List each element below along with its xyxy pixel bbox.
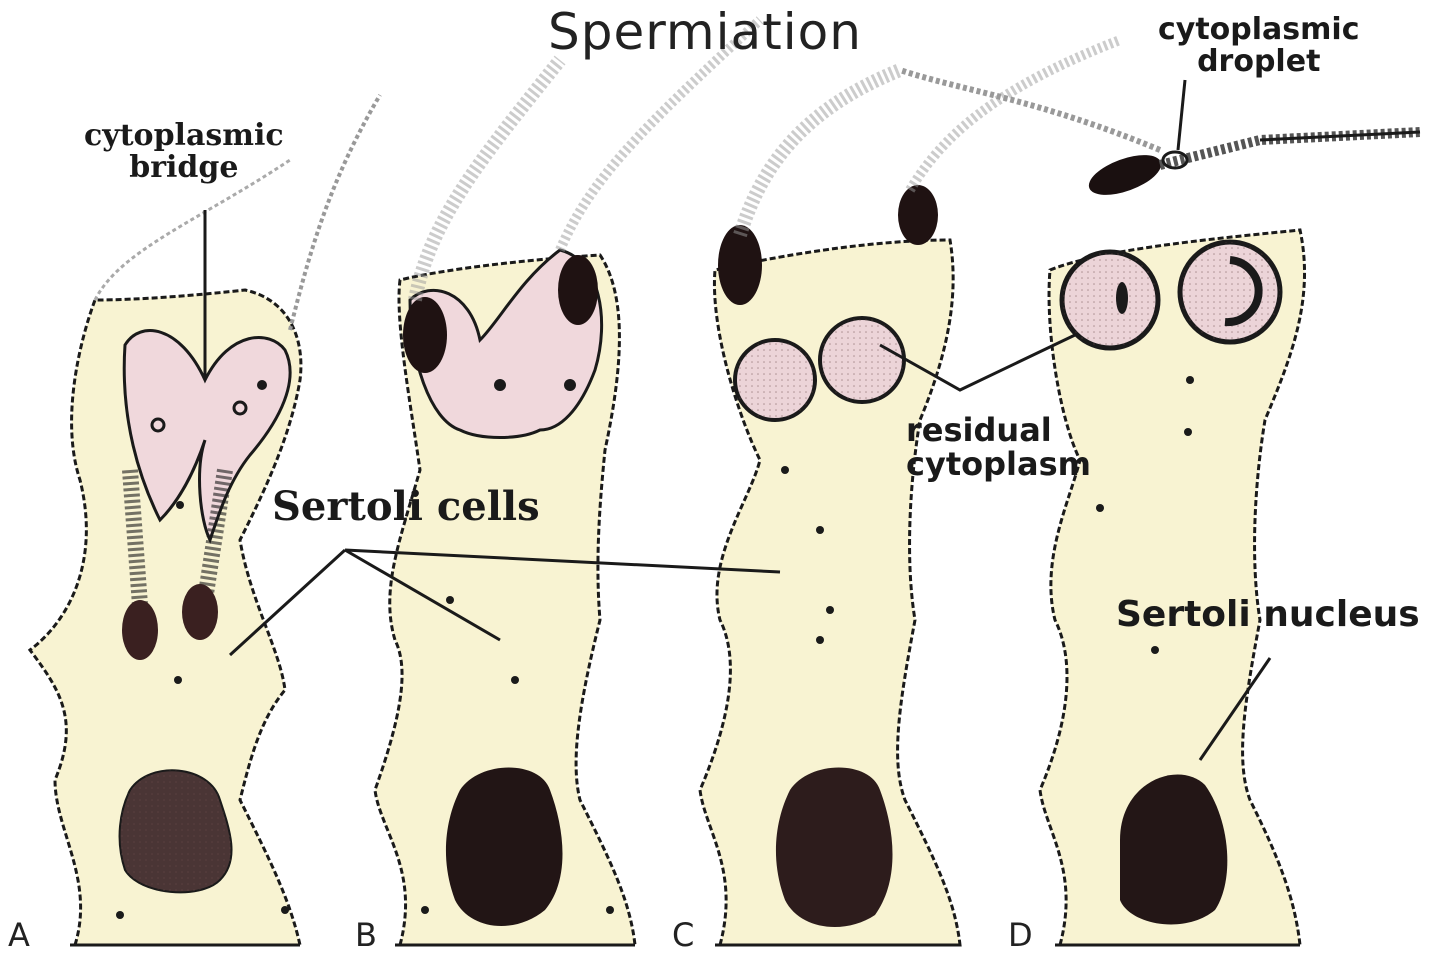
label-sertoli-nucleus: Sertoli nucleus (1116, 594, 1420, 635)
stage-label-a: A (8, 916, 30, 954)
label-cytoplasmic-droplet: cytoplasmic droplet (1158, 14, 1359, 77)
stage-label-d: D (1008, 916, 1033, 954)
stage-label-b: B (355, 916, 377, 954)
label-line-1: residual (906, 411, 1052, 449)
label-cytoplasmic-bridge: cytoplasmic bridge (84, 120, 284, 183)
leader-lines (203, 79, 1272, 761)
label-sertoli-cells: Sertoli cells (272, 483, 540, 530)
label-line-1: cytoplasmic (84, 118, 284, 153)
sertoli-cell-b (373, 16, 764, 947)
diagram-title: Spermiation (548, 3, 862, 61)
label-residual-cytoplasm: residual cytoplasm (906, 411, 1091, 483)
stage-label-c: C (672, 916, 695, 954)
label-line-1: cytoplasmic (1158, 12, 1360, 47)
label-line-2: cytoplasm (906, 444, 1091, 483)
sertoli-cell-a (27, 93, 382, 947)
label-line-2: droplet (1197, 43, 1321, 79)
sertoli-cell-c (698, 35, 1122, 947)
sertoli-cell-d (899, 67, 1421, 947)
label-line-2: bridge (129, 149, 239, 185)
